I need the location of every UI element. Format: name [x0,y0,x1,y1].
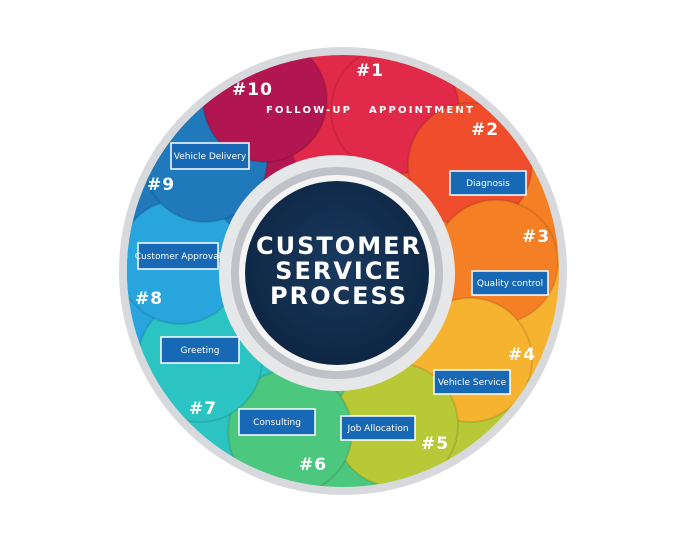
stage-3-number: #3 [522,227,550,247]
stage-2-label: Diagnosis [466,179,510,189]
stage-2-number: #2 [471,120,499,140]
stage-4-label: Vehicle Service [438,378,507,388]
stage-10-title: FOLLOW-UP [266,105,352,116]
stage-4-number: #4 [508,345,536,365]
center-line-1: CUSTOMER [256,232,422,260]
stage-6-box: Consulting [238,408,316,436]
stage-9-number: #9 [147,175,175,195]
stage-2-box: Diagnosis [449,170,527,196]
stage-8-box: Customer Approval [135,242,222,270]
stage-3-box: Quality control [471,270,549,296]
center-line-3: PROCESS [270,282,408,310]
stage-9-label: Vehicle Delivery [174,152,247,162]
stage-4-box: Vehicle Service [433,369,511,395]
stage-10-number: #10 [232,80,273,100]
stage-6-number: #6 [299,455,327,475]
stage-1-title: APPOINTMENT [369,105,475,116]
stage-7-box: Greeting [160,336,240,364]
stage-8-label: Customer Approval [135,252,222,262]
center-line-2: SERVICE [275,257,403,285]
stage-7-number: #7 [189,399,217,419]
stage-5-box: Job Allocation [340,415,416,441]
hub-core [245,181,429,365]
stage-5-number: #5 [421,434,449,454]
stage-7-label: Greeting [181,346,220,356]
stage-8-number: #8 [135,289,163,309]
stage-9-box: Vehicle Delivery [170,142,250,170]
stage-5-label: Job Allocation [346,424,408,434]
stage-1-number: #1 [356,61,384,81]
stage-3-label: Quality control [477,279,543,289]
stage-6-label: Consulting [253,418,301,428]
